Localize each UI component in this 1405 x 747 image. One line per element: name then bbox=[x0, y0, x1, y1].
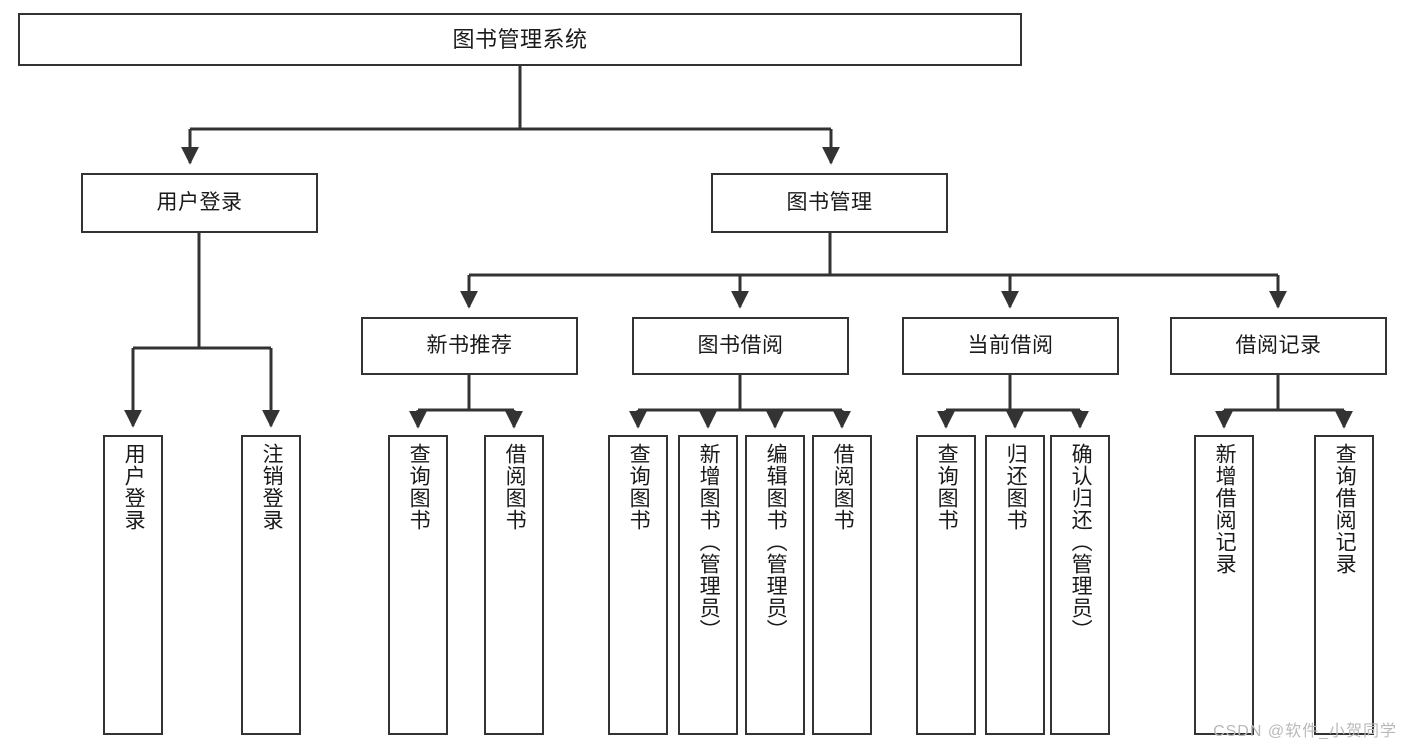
node-book-management[interactable]: 图书管理 bbox=[711, 173, 948, 233]
leaf-user-login-logout[interactable]: 注销登录 bbox=[241, 435, 301, 735]
leaf-book-borrow-add[interactable]: 新增图书（管理员） bbox=[678, 435, 738, 735]
node-label: 查询图书 bbox=[935, 443, 959, 531]
node-label: 借阅记录 bbox=[1235, 333, 1322, 357]
node-borrow-record[interactable]: 借阅记录 bbox=[1170, 317, 1387, 375]
leaf-new-book-query[interactable]: 查询图书 bbox=[388, 435, 448, 735]
leaf-borrow-record-query[interactable]: 查询借阅记录 bbox=[1314, 435, 1374, 735]
leaf-current-borrow-query[interactable]: 查询图书 bbox=[916, 435, 976, 735]
leaf-borrow-record-add[interactable]: 新增借阅记录 bbox=[1194, 435, 1254, 735]
node-label: 用户登录 bbox=[156, 190, 243, 214]
csdn-watermark: CSDN @软件_小贺同学 bbox=[1213, 723, 1397, 740]
node-label: 用户登录 bbox=[122, 443, 146, 531]
leaf-book-borrow-edit[interactable]: 编辑图书（管理员） bbox=[745, 435, 805, 735]
node-label: 借阅图书 bbox=[831, 443, 855, 531]
node-user-login[interactable]: 用户登录 bbox=[81, 173, 318, 233]
leaf-book-borrow-query[interactable]: 查询图书 bbox=[608, 435, 668, 735]
node-label: 归还图书 bbox=[1004, 443, 1028, 531]
node-label: 新书推荐 bbox=[426, 333, 513, 357]
node-label: 新增借阅记录 bbox=[1213, 443, 1237, 575]
node-label: 图书借阅 bbox=[697, 333, 784, 357]
node-label: 编辑图书（管理员） bbox=[764, 443, 788, 641]
node-label: 注销登录 bbox=[260, 443, 284, 531]
node-book-borrow[interactable]: 图书借阅 bbox=[632, 317, 849, 375]
leaf-user-login-login[interactable]: 用户登录 bbox=[103, 435, 163, 735]
leaf-current-borrow-return[interactable]: 归还图书 bbox=[985, 435, 1045, 735]
node-label: 新增图书（管理员） bbox=[697, 443, 721, 641]
node-label: 借阅图书 bbox=[503, 443, 527, 531]
node-new-book-recommend[interactable]: 新书推荐 bbox=[361, 317, 578, 375]
node-label: 图书管理系统 bbox=[452, 26, 588, 52]
node-label: 查询图书 bbox=[627, 443, 651, 531]
leaf-new-book-borrow[interactable]: 借阅图书 bbox=[484, 435, 544, 735]
node-label: 图书管理 bbox=[786, 190, 873, 214]
node-label: 查询借阅记录 bbox=[1333, 443, 1357, 575]
node-root-system[interactable]: 图书管理系统 bbox=[18, 13, 1022, 66]
leaf-book-borrow-borrow[interactable]: 借阅图书 bbox=[812, 435, 872, 735]
node-current-borrow[interactable]: 当前借阅 bbox=[902, 317, 1119, 375]
node-label: 确认归还（管理员） bbox=[1069, 443, 1093, 641]
node-label: 查询图书 bbox=[407, 443, 431, 531]
leaf-current-borrow-confirm-return[interactable]: 确认归还（管理员） bbox=[1050, 435, 1110, 735]
node-label: 当前借阅 bbox=[967, 333, 1054, 357]
